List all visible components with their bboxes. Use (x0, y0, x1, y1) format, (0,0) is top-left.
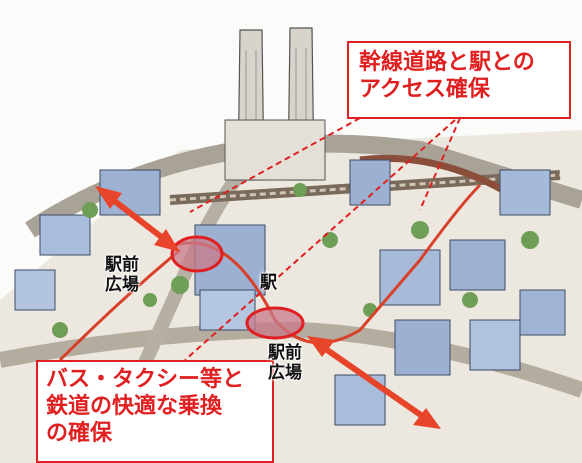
double-arrow-lower-right (307, 336, 441, 429)
trees (52, 183, 539, 338)
double-arrow-upper-left (95, 186, 180, 252)
plaza-highlight-left (170, 235, 224, 273)
callout-transfer-line1: バス・タクシー等と (46, 367, 245, 392)
callout-trunk-road-access: 幹線道路と駅との アクセス確保 (347, 41, 571, 119)
callout-transfer: バス・タクシー等と 鉄道の快適な乗換 の確保 (36, 360, 274, 463)
upper-road (25, 134, 582, 238)
label-station: 駅 (260, 273, 277, 293)
callout-leaders (184, 117, 461, 361)
callout-trunk-road-line1: 幹線道路と駅との (359, 50, 535, 75)
plaza-highlight-bottom (245, 306, 305, 340)
label-station-plaza-bottom: 駅前広場 (268, 343, 302, 383)
callout-transfer-line2: 鉄道の快適な乗換 (46, 393, 223, 419)
callout-trunk-road-line2: アクセス確保 (359, 76, 490, 102)
callout-transfer-line3: の確保 (46, 420, 113, 446)
label-station-plaza-left: 駅前広場 (105, 255, 139, 295)
access-route-line-west (58, 248, 181, 362)
twin-towers (224, 27, 326, 181)
